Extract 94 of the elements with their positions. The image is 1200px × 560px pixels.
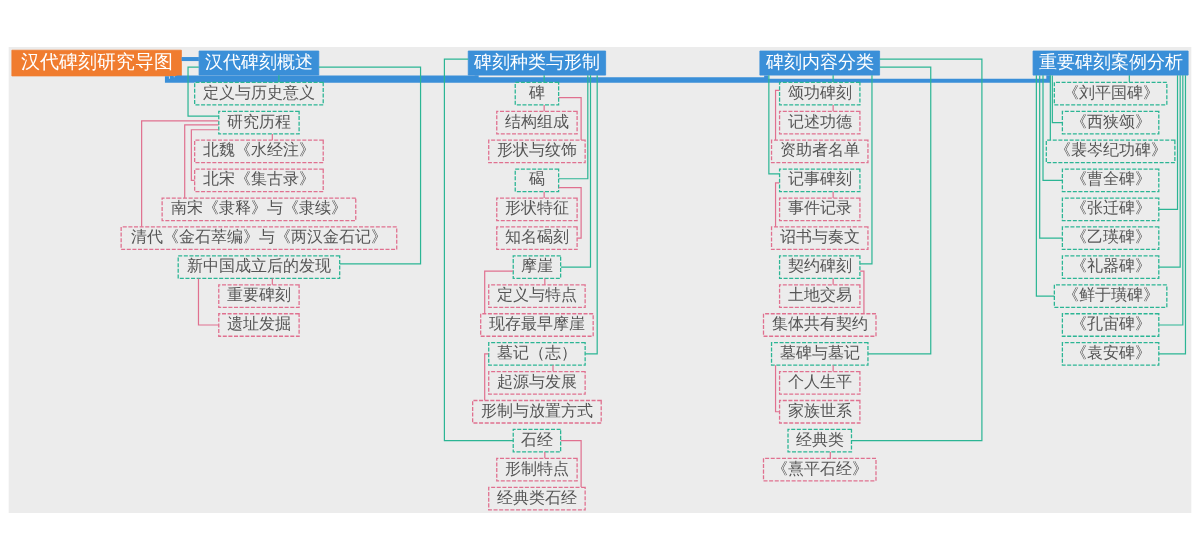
node-box: 碑刻种类与形制 <box>467 50 606 76</box>
node-box: 《曹全碑》 <box>1061 168 1160 193</box>
node-box: 家族世系 <box>778 399 861 424</box>
node-box: 契约碑刻 <box>778 255 861 280</box>
node-box: 碑 <box>514 81 560 106</box>
node-box: 遗址发掘 <box>218 313 300 337</box>
node-box: 清代《金石萃编》与《两汉金石记》 <box>120 226 398 251</box>
node-box: 记事碑刻 <box>778 168 861 193</box>
connector <box>1049 74 1051 141</box>
node-box: 集体共有契约 <box>762 313 877 337</box>
connector <box>484 270 514 315</box>
connector <box>1039 74 1063 239</box>
node-box: 《西狭颂》 <box>1061 110 1160 135</box>
node-box: 现存最早摩崖 <box>480 313 594 337</box>
node-box: 研究历程 <box>218 110 300 135</box>
node-box: 土地交易 <box>778 284 861 308</box>
connector <box>851 58 983 442</box>
connector <box>558 74 589 180</box>
connector <box>1042 74 1063 181</box>
node-box: 碣 <box>514 168 560 193</box>
connector <box>318 66 422 265</box>
node-box: 知名碣刻 <box>496 226 578 251</box>
node-box: 定义与特点 <box>488 284 586 308</box>
node-box: 资助者名单 <box>770 139 869 164</box>
node-box: 《礼器碑》 <box>1061 255 1160 280</box>
node-box: 经典类石经 <box>488 486 586 511</box>
connector <box>558 97 582 141</box>
connector <box>768 74 780 175</box>
node-box: 结构组成 <box>496 110 578 135</box>
connector <box>832 74 834 83</box>
connector <box>278 74 280 83</box>
node-box: 北魏《水经注》 <box>194 139 324 164</box>
node-box: 北宋《集古录》 <box>194 168 324 193</box>
node-box: 《张迁碑》 <box>1061 197 1160 222</box>
node-box: 形状特征 <box>496 197 578 222</box>
connector <box>832 277 834 286</box>
node-box: 起源与发展 <box>488 370 586 395</box>
node-box: 重要碑刻 <box>218 284 300 308</box>
node-box: 碑刻内容分类 <box>759 50 880 76</box>
node-box: 墓记（志） <box>488 342 586 366</box>
node-box: 《裴岑纪功碑》 <box>1045 139 1176 164</box>
connector <box>1158 74 1179 210</box>
connector <box>1158 74 1181 268</box>
node-box: 重要碑刻案例分析 <box>1032 50 1189 76</box>
node-box: 颂功碑刻 <box>778 81 861 106</box>
connector <box>141 120 220 228</box>
node-box: 摩崖 <box>512 255 562 280</box>
connector <box>774 364 780 413</box>
connector <box>584 74 598 355</box>
connector <box>443 58 514 442</box>
node-box: 经典类 <box>787 428 853 453</box>
node-box: 南宋《隶释》与《隶续》 <box>161 197 357 222</box>
node-box: 《刘平国碑》 <box>1053 81 1168 106</box>
node-box: 《袁安碑》 <box>1061 342 1160 366</box>
connector <box>832 191 834 199</box>
connector <box>174 74 479 80</box>
node-box: 事件记录 <box>778 197 861 222</box>
connector <box>1158 74 1187 355</box>
connector <box>774 89 780 141</box>
connector <box>1158 74 1184 326</box>
node-box: 《乙瑛碑》 <box>1061 226 1160 251</box>
node-box: 新中国成立后的发现 <box>177 255 341 280</box>
node-box: 汉代碑刻研究导图 <box>11 49 182 77</box>
node-box: 石经 <box>512 428 562 453</box>
node-box: 《孔宙碑》 <box>1061 313 1160 337</box>
connector <box>560 440 582 488</box>
connector <box>832 104 834 112</box>
connector <box>484 353 490 401</box>
connector <box>181 57 199 62</box>
node-box: 形状与纹饰 <box>488 139 586 164</box>
node-box: 个人生平 <box>778 370 861 395</box>
connector <box>197 277 220 326</box>
node-box: 《鲜于璜碑》 <box>1053 284 1168 308</box>
connector <box>552 364 554 373</box>
connector <box>774 182 780 228</box>
node-box: 定义与历史意义 <box>194 81 324 106</box>
connector <box>187 66 220 117</box>
node-box: 记述功德 <box>778 110 861 135</box>
connector <box>1051 74 1063 124</box>
connector <box>184 124 220 199</box>
node-box: 《熹平石经》 <box>762 457 877 482</box>
connector <box>558 187 582 239</box>
connector <box>190 129 220 181</box>
node-box: 诏书与奏文 <box>770 226 869 251</box>
node-box: 形制特点 <box>496 457 578 482</box>
node-box: 形制与放置方式 <box>472 399 602 424</box>
connector <box>859 270 865 315</box>
connector <box>832 364 834 373</box>
node-box: 汉代碑刻概述 <box>198 50 320 76</box>
connector <box>1035 74 1055 297</box>
connector <box>859 74 873 265</box>
connector <box>560 74 592 268</box>
connector <box>867 66 932 355</box>
node-box: 墓碑与墓记 <box>770 342 869 366</box>
